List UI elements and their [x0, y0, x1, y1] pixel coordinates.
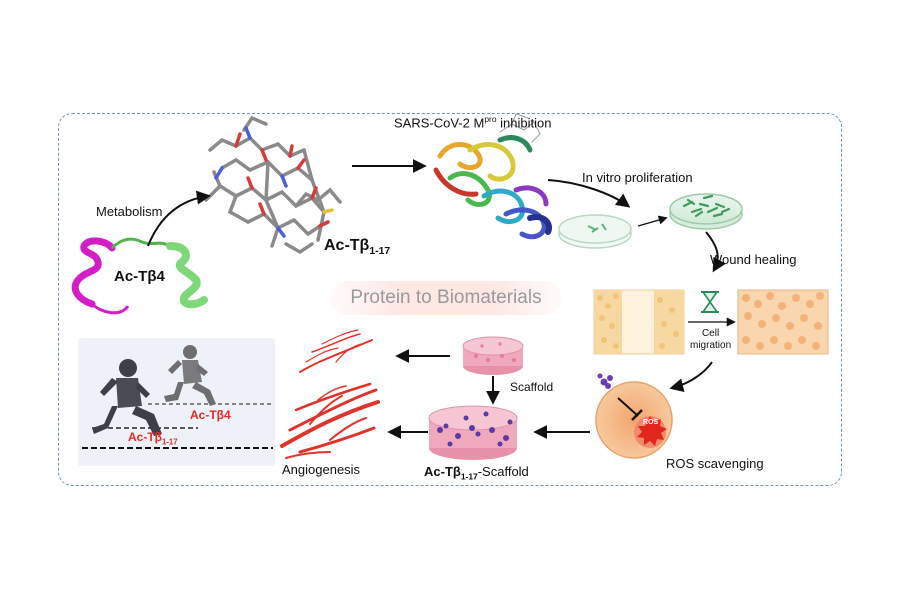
- ac-tb117-prefix: Ac-Tβ: [324, 237, 370, 254]
- scaffold-caption-prefix: Ac-Tβ: [424, 464, 461, 479]
- cell-migration-line-2: migration: [690, 340, 732, 351]
- arrow-metabolism: [147, 190, 211, 247]
- mpro-protein-ribbon: [433, 113, 552, 240]
- wound-healed-panel: [737, 289, 829, 355]
- runner-tb117-subscript: 1-17: [162, 437, 178, 447]
- scaffold-caption-subscript: 1-17: [460, 471, 478, 482]
- runner-tb4-label: Ac-Tβ4: [190, 408, 231, 422]
- ac-tb117-molecule: [204, 115, 342, 255]
- in-vitro-proliferation-label: In vitro proliferation: [582, 170, 693, 185]
- ac-tb4-helix-structure: [71, 237, 208, 315]
- hourglass-icon: [701, 291, 719, 313]
- ac-tb117-label: Ac-Tβ1-17: [324, 237, 390, 257]
- vessels-dense: [280, 382, 380, 459]
- scaffold-caption: Ac-Tβ1-17-Scaffold: [424, 464, 529, 482]
- diagram-frame: [58, 113, 842, 486]
- scaffold-caption-suffix: -Scaffold: [477, 464, 529, 479]
- runner-figures: [82, 345, 273, 449]
- cell-migration-label: Cell migration: [690, 328, 731, 352]
- metabolism-label: Metabolism: [96, 204, 163, 219]
- scaffold-loaded-disc: [428, 405, 518, 460]
- protein-to-biomaterials-label: Protein to Biomaterials: [350, 287, 542, 308]
- mpro-superscript: pro: [484, 114, 497, 124]
- arrow-to-ros: [669, 361, 713, 393]
- mpro-prefix: SARS-CoV-2 M: [394, 115, 485, 131]
- scaffold-disc: [462, 336, 524, 375]
- ros-cell: [595, 381, 673, 459]
- runner-back: [92, 359, 162, 436]
- runner-tb117-prefix: Ac-Tβ: [128, 430, 162, 444]
- cell-migration-line-1: Cell: [701, 328, 720, 339]
- ros-badge-label: ROS: [643, 419, 659, 426]
- arrow-dish-to-dish: [637, 215, 668, 227]
- ac-tb117-subscript: 1-17: [369, 246, 391, 258]
- arrow-to-proliferation: [547, 179, 631, 208]
- scaffold-label: Scaffold: [510, 380, 554, 394]
- petri-dish-dense: [669, 193, 743, 230]
- ac-tb117-particle-icon: [597, 373, 613, 389]
- ros-scavenging-label: ROS scavenging: [666, 456, 764, 471]
- runner-front: [164, 345, 216, 406]
- angiogenesis-label: Angiogenesis: [282, 462, 361, 477]
- mpro-inhibition-label: SARS-CoV-2 Mpro inhibition: [394, 114, 551, 130]
- runner-tb117-label: Ac-Tβ1-17: [128, 430, 178, 446]
- process-arrows: [147, 159, 736, 439]
- petri-dish-sparse: [558, 214, 632, 249]
- runner-comparison-box: [78, 338, 275, 466]
- protein-to-biomaterials-banner: Protein to Biomaterials: [330, 281, 562, 315]
- wound-healing-label: Wound healing: [710, 252, 797, 267]
- arrow-to-wound: [705, 231, 726, 273]
- mpro-suffix: inhibition: [496, 115, 552, 131]
- ac-tb4-label: Ac-Tβ4: [114, 268, 165, 285]
- wound-scratch-panel: [593, 289, 685, 355]
- vessels-sparse: [299, 329, 373, 373]
